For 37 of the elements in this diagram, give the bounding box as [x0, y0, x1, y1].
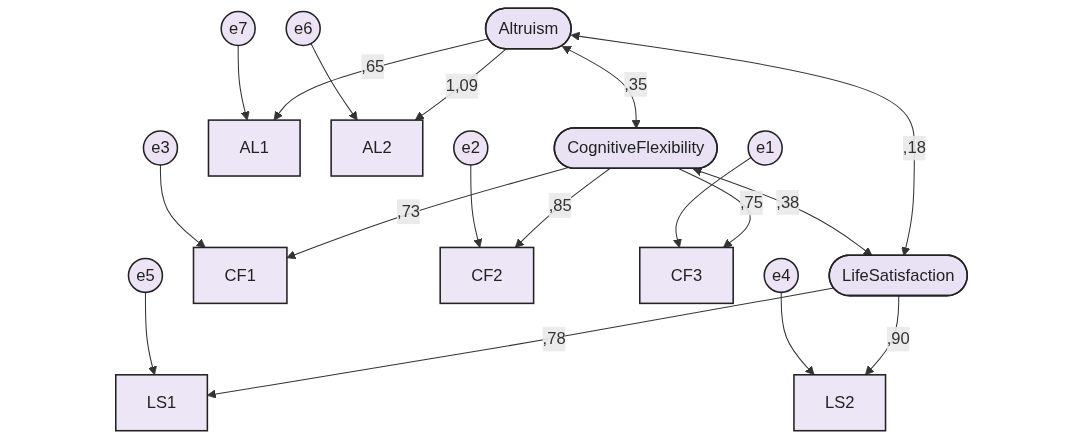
arrow — [692, 167, 873, 257]
node-box: CF2 — [439, 246, 535, 305]
edge-label: ,38 — [776, 193, 800, 211]
edge-label: ,73 — [397, 202, 421, 221]
node-circle: e7 — [220, 10, 256, 47]
node-box: AL1 — [207, 119, 301, 177]
edge-label: ,18 — [902, 138, 926, 157]
edge-label: ,65 — [361, 57, 385, 76]
node-box: LS1 — [115, 374, 209, 432]
arrow — [470, 164, 483, 248]
edge-label: ,35 — [624, 75, 648, 93]
arrow — [570, 31, 915, 257]
arrow — [273, 38, 490, 121]
arrow — [310, 43, 358, 121]
node-circle: e3 — [142, 130, 179, 166]
node-box: CF3 — [639, 246, 734, 305]
arrow — [414, 48, 507, 121]
node-box: CF1 — [192, 246, 288, 305]
edge-label: ,90 — [886, 329, 910, 348]
edge-label: ,75 — [739, 193, 764, 212]
arrow — [144, 291, 157, 376]
node-circle: e1 — [747, 130, 783, 166]
node-box: AL2 — [330, 119, 424, 177]
arrow — [780, 291, 815, 376]
node-circle: e6 — [285, 10, 321, 47]
node-circle: e4 — [763, 257, 799, 294]
node-box: LS2 — [793, 374, 887, 432]
arrow — [237, 44, 250, 121]
arrow — [561, 46, 641, 129]
arrow — [514, 168, 611, 248]
arrow — [159, 164, 206, 248]
edge-label: ,78 — [542, 329, 566, 348]
arrow — [286, 167, 569, 260]
edge-label: 1,09 — [445, 76, 478, 95]
node-circle: e2 — [453, 130, 489, 166]
node-circle: e5 — [127, 257, 164, 294]
edge-label: ,85 — [548, 196, 572, 214]
